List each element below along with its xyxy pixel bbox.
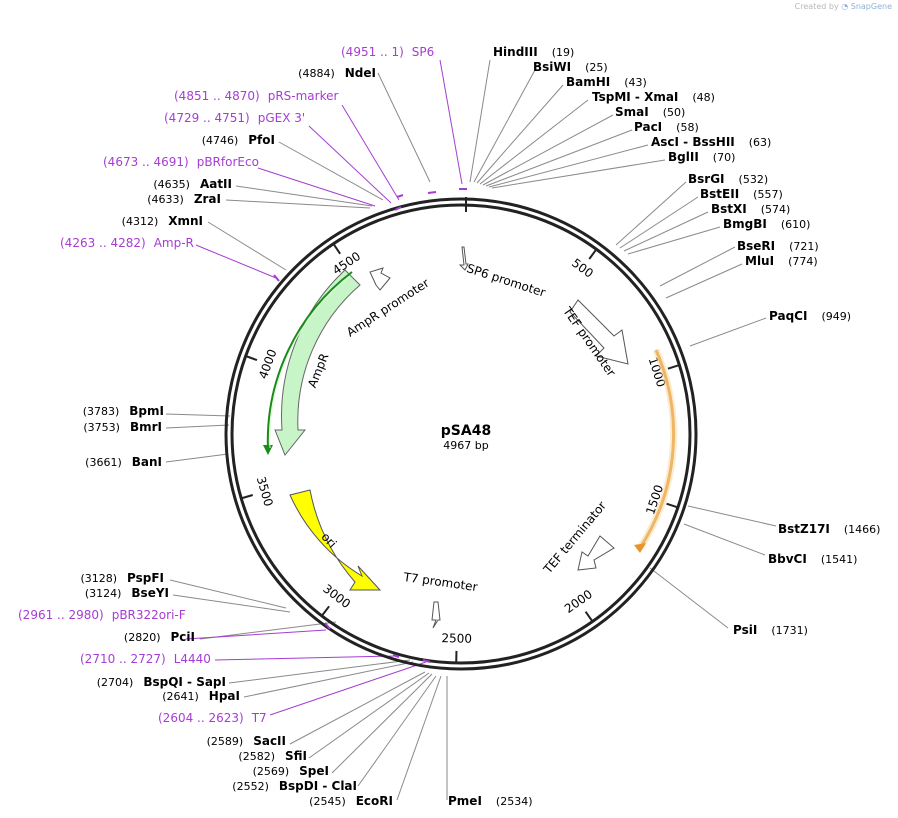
site-psii: PsiI(1731) xyxy=(733,623,808,637)
site-paci: PacI(58) xyxy=(634,120,699,134)
t7-promoter-arrow xyxy=(431,601,441,629)
tef-orf-glow xyxy=(637,348,678,550)
tick-label: 2500 xyxy=(441,631,472,646)
site-bseyi: (3124)BseYI xyxy=(85,586,169,600)
site-bsiwi: BsiWI(25) xyxy=(533,60,608,74)
ampr-orf-highlight xyxy=(269,275,351,449)
site-pspfi: (3128)PspFI xyxy=(80,571,164,585)
sites-right: HindIII(19) BsiWI(25) BamHI(43) TspMI - … xyxy=(493,45,880,637)
site-bpmi: (3783)BpmI xyxy=(83,404,164,418)
tef-orf-arrowhead xyxy=(634,543,646,553)
tick-mark xyxy=(321,605,330,617)
tick-mark xyxy=(588,248,598,260)
site-bspdi-clai: (2552)BspDI - ClaI xyxy=(232,779,357,793)
tick-mark xyxy=(245,355,258,362)
sites-left: (4884)NdeI (4746)PfoI (4635)AatII (4633)… xyxy=(80,66,393,808)
snapgene-logo-icon: ◔ xyxy=(841,2,849,11)
site-bamhi: BamHI(43) xyxy=(566,75,647,89)
site-sfii: (2582)SfiI xyxy=(238,749,307,763)
primer-pgex3: (4729 .. 4751)pGEX 3' xyxy=(164,111,305,125)
site-bglii: BglII(70) xyxy=(668,150,735,164)
primer-l4440: (2710 .. 2727)L4440 xyxy=(80,652,211,666)
site-bstz17i: BstZ17I(1466) xyxy=(778,522,880,536)
t7-promoter-label: T7 promoter xyxy=(402,570,479,594)
sp6-promoter-label: SP6 promoter xyxy=(465,261,547,300)
site-bmri: (3753)BmrI xyxy=(83,420,162,434)
site-mlui: MluI(774) xyxy=(745,254,818,268)
tef-promoter-arrow xyxy=(569,299,629,365)
site-xmni: (4312)XmnI xyxy=(122,214,203,228)
primer-t7: (2604 .. 2623)T7 xyxy=(158,711,267,725)
ampr-orf-line xyxy=(266,271,353,451)
site-pcii: (2820)PciI xyxy=(124,630,195,644)
primer-prs-marker: (4851 .. 4870)pRS-marker xyxy=(174,89,338,103)
site-bbvci: BbvCI(1541) xyxy=(768,552,857,566)
primer-pbr322ori-f: (2961 .. 2980)pBR322ori-F xyxy=(18,608,186,622)
primer-sp6: (4951 .. 1)SP6 xyxy=(341,45,434,59)
ampr-orf-arrowhead xyxy=(263,445,273,455)
site-ecori: (2545)EcoRI xyxy=(309,794,393,808)
site-pfoi: (4746)PfoI xyxy=(202,133,275,147)
sp6-promoter-arrow xyxy=(458,246,469,271)
tick-label: 500 xyxy=(569,256,596,281)
tick-mark xyxy=(240,494,254,500)
credit-brand: SnapGene xyxy=(850,2,892,11)
primer-amp-r: (4263 .. 4282)Amp-R xyxy=(60,236,194,250)
site-bsteii: BstEII(557) xyxy=(700,187,783,201)
tick-label: 4000 xyxy=(256,347,280,380)
site-paqci: PaqCI(949) xyxy=(769,309,851,323)
primer-labels: (4951 .. 1)SP6 (4851 .. 4870)pRS-marker … xyxy=(18,45,434,725)
site-bmgbi: BmgBI(610) xyxy=(723,217,810,231)
primer-leader-lines xyxy=(185,59,463,716)
site-hindiii: HindIII(19) xyxy=(493,45,574,59)
tick-label: 3000 xyxy=(320,582,353,612)
site-bani: (3661)BanI xyxy=(85,455,162,469)
site-bsrgi: BsrGI(532) xyxy=(688,172,768,186)
ori-feature-arrow xyxy=(289,489,382,591)
tick-label: 3500 xyxy=(254,475,276,508)
ampr-promoter-arrow xyxy=(369,267,391,291)
site-bspqi-sapi: (2704)BspQI - SapI xyxy=(97,675,226,689)
backbone-outer-ring xyxy=(224,197,698,671)
site-bseri: BseRI(721) xyxy=(737,239,819,253)
plasmid-name: pSA48 xyxy=(441,423,491,439)
primer-marks xyxy=(273,188,467,663)
primer-pbrforeco: (4673 .. 4691)pBRforEco xyxy=(103,155,259,169)
site-tspmi-xmai: TspMI - XmaI(48) xyxy=(592,90,715,104)
tick-mark xyxy=(666,502,679,509)
tick-mark xyxy=(667,364,680,370)
site-pmei: PmeI(2534) xyxy=(448,794,532,808)
site-leader-lines xyxy=(165,59,777,801)
site-ndei: (4884)NdeI xyxy=(298,66,376,80)
site-bstxi: BstXI(574) xyxy=(711,202,790,216)
site-asci-bsshii: AscI - BssHII(63) xyxy=(651,135,771,149)
site-zrai: (4633)ZraI xyxy=(147,192,221,206)
site-hpai: (2641)HpaI xyxy=(162,689,240,703)
tef-terminator-arrow xyxy=(577,535,615,571)
backbone-inner-ring xyxy=(230,203,692,665)
tick-mark xyxy=(332,243,341,255)
plasmid-length: 4967 bp xyxy=(443,439,488,452)
tick-label: 2000 xyxy=(562,587,595,616)
snapgene-credit: Created by ◔ SnapGene xyxy=(795,2,892,11)
site-sacii: (2589)SacII xyxy=(207,734,286,748)
site-smai: SmaI(50) xyxy=(615,105,685,119)
site-aatii: (4635)AatII xyxy=(153,177,232,191)
tick-mark xyxy=(584,611,594,623)
credit-text: Created by xyxy=(794,2,839,11)
site-spei: (2569)SpeI xyxy=(253,764,329,778)
